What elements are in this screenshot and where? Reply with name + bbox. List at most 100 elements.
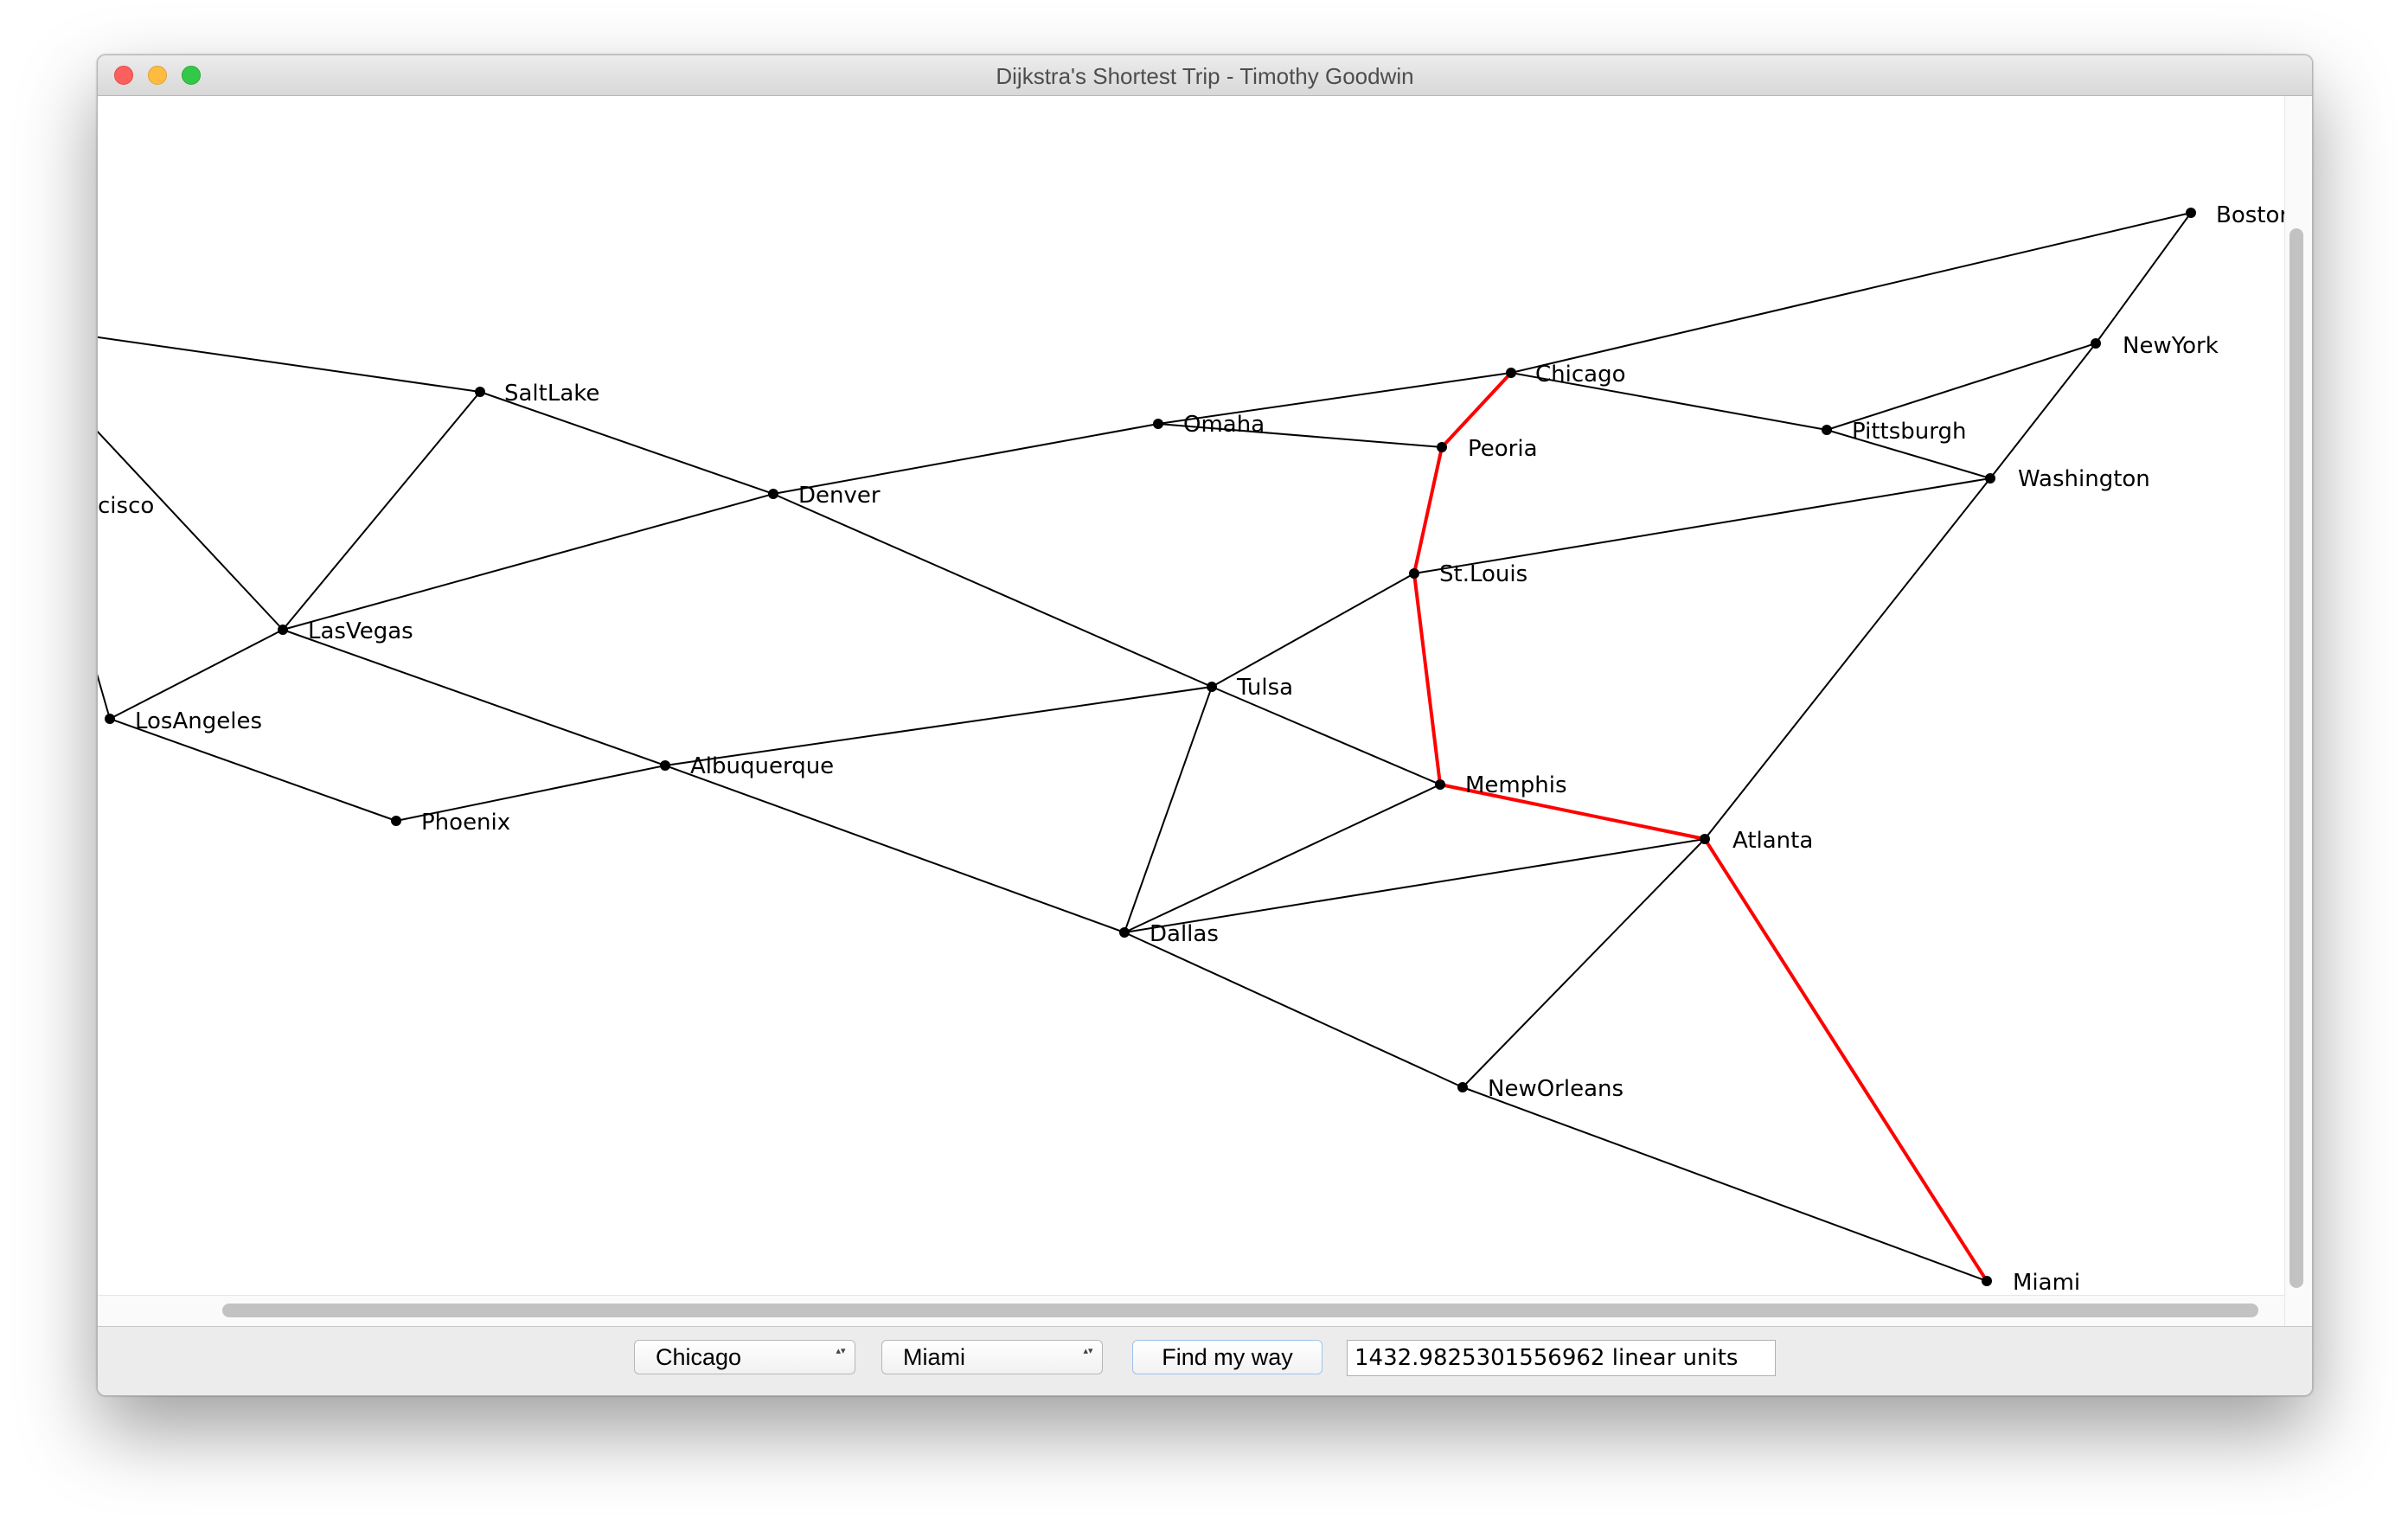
city-node-NewOrleans	[1457, 1082, 1468, 1092]
edge-Chicago-Boston	[1510, 212, 2192, 374]
edge-Omaha-Peoria	[1157, 423, 1443, 448]
close-window-button[interactable]	[114, 66, 133, 85]
edge-LasVegas-Albuquerque	[282, 629, 666, 766]
city-node-Pittsburgh	[1822, 425, 1832, 435]
edge-Denver-Omaha	[772, 423, 1159, 495]
city-node-Chicago	[1506, 368, 1516, 378]
path-segment-Chicago-Peoria	[1440, 371, 1513, 449]
path-segment-StLouis-Memphis	[1412, 573, 1442, 785]
city-node-Washington	[1985, 473, 1995, 484]
edge-LasVegas-LosAngeles	[109, 629, 284, 720]
edge-LasVegas-Denver	[282, 493, 774, 631]
edge-SanFrancisco-SaltLake	[98, 336, 481, 393]
city-label-Washington: Washington	[2018, 466, 2150, 492]
app-window: Dijkstra's Shortest Trip - Timothy Goodw…	[97, 54, 2313, 1396]
node-layer	[105, 208, 2196, 1286]
city-node-LasVegas	[278, 625, 288, 635]
city-node-Omaha	[1153, 419, 1163, 429]
city-label-Chicago: Chicago	[1535, 362, 1626, 388]
city-node-Dallas	[1119, 927, 1130, 938]
edge-SaltLake-LasVegas	[282, 391, 481, 631]
edge-Atlanta-NewOrleans	[1462, 838, 1706, 1088]
path-segment-Memphis-Atlanta	[1439, 783, 1706, 841]
edge-SanFrancisco-LasVegas	[98, 430, 284, 631]
edge-Pittsburgh-Washington	[1826, 429, 1991, 479]
city-label-Pittsburgh: Pittsburgh	[1852, 419, 1966, 445]
city-node-NewYork	[2091, 338, 2101, 349]
chevron-updown-icon: ▴▾	[1083, 1346, 1093, 1356]
edge-Albuquerque-Tulsa	[664, 686, 1213, 766]
city-label-Tulsa: Tulsa	[1236, 675, 1293, 701]
city-node-Atlanta	[1700, 834, 1710, 844]
edge-Dallas-NewOrleans	[1124, 932, 1463, 1088]
edge-Dallas-Atlanta	[1124, 838, 1706, 933]
city-label-Denver: Denver	[798, 483, 881, 509]
edge-Tulsa-Dallas	[1124, 686, 1213, 933]
edge-Atlanta-Washington	[1704, 477, 1991, 840]
city-label-LosAngeles: LosAngeles	[135, 708, 262, 734]
city-node-Phoenix	[391, 816, 401, 826]
city-node-Tulsa	[1207, 682, 1217, 692]
edge-LosAngeles-Phoenix	[109, 718, 397, 822]
city-label-NewOrleans: NewOrleans	[1488, 1076, 1623, 1102]
city-label-Omaha: Omaha	[1183, 412, 1265, 438]
minimize-window-button[interactable]	[148, 66, 167, 85]
city-label-Memphis: Memphis	[1465, 772, 1567, 798]
edge-NewOrleans-Miami	[1462, 1086, 1988, 1282]
city-label-Albuquerque: Albuquerque	[690, 753, 834, 779]
city-label-Miami: Miami	[2013, 1270, 2080, 1295]
edge-SanFrancisco-LosAngeles	[98, 673, 111, 720]
city-node-Miami	[1982, 1276, 1992, 1286]
city-label-Phoenix: Phoenix	[421, 810, 510, 836]
to-city-select[interactable]: Miami ▴▾	[881, 1340, 1103, 1374]
edge-Albuquerque-Dallas	[664, 765, 1125, 933]
chevron-updown-icon: ▴▾	[836, 1346, 846, 1356]
vertical-scrollbar-thumb[interactable]	[2290, 228, 2303, 1288]
city-node-StLouis	[1409, 568, 1419, 579]
edge-Denver-Tulsa	[772, 493, 1213, 688]
city-node-Denver	[768, 489, 778, 499]
city-label-Peoria: Peoria	[1468, 436, 1538, 462]
edge-NewYork-Boston	[2095, 212, 2192, 344]
from-city-value: Chicago	[656, 1344, 742, 1370]
edge-Tulsa-StLouis	[1211, 573, 1415, 688]
edge-Dallas-Memphis	[1124, 784, 1441, 933]
edge-SaltLake-Denver	[479, 391, 774, 495]
city-node-Memphis	[1435, 779, 1445, 790]
city-node-LosAngeles	[105, 714, 115, 724]
edge-StLouis-Washington	[1413, 477, 1991, 574]
find-my-way-button[interactable]: Find my way	[1132, 1340, 1322, 1374]
window-title: Dijkstra's Shortest Trip - Timothy Goodw…	[996, 63, 1414, 89]
edge-Pittsburgh-NewYork	[1826, 343, 2097, 431]
edge-layer	[98, 212, 2192, 1282]
city-label-NewYork: NewYork	[2123, 333, 2219, 359]
city-label-StLouis: St.Louis	[1439, 561, 1527, 587]
shortest-path-layer	[1412, 371, 1989, 1283]
city-label-LasVegas: LasVegas	[308, 618, 413, 644]
result-distance-field[interactable]: 1432.9825301556962 linear units	[1347, 1340, 1776, 1376]
city-label-SanFrancisco: cisco	[98, 493, 154, 519]
city-node-Albuquerque	[660, 760, 670, 771]
edge-Omaha-Chicago	[1157, 372, 1512, 425]
path-segment-Atlanta-Miami	[1703, 837, 1989, 1283]
to-city-value: Miami	[903, 1344, 965, 1370]
city-label-SaltLake: SaltLake	[504, 381, 599, 407]
horizontal-scrollbar-thumb[interactable]	[222, 1304, 2258, 1317]
city-node-Boston	[2186, 208, 2196, 218]
title-bar[interactable]: Dijkstra's Shortest Trip - Timothy Goodw…	[98, 55, 2312, 96]
path-segment-Peoria-StLouis	[1412, 446, 1444, 574]
city-node-SaltLake	[475, 387, 485, 397]
edge-Phoenix-Albuquerque	[395, 765, 666, 822]
from-city-select[interactable]: Chicago ▴▾	[634, 1340, 855, 1374]
city-node-Peoria	[1437, 442, 1447, 452]
edge-Chicago-Pittsburgh	[1510, 372, 1828, 431]
edge-Washington-NewYork	[1989, 343, 2097, 479]
city-label-Atlanta: Atlanta	[1732, 828, 1813, 854]
edge-Tulsa-Memphis	[1211, 686, 1441, 785]
city-label-Boston: Bostor	[2216, 202, 2284, 228]
city-label-Dallas: Dallas	[1150, 921, 1219, 947]
zoom-window-button[interactable]	[182, 66, 201, 85]
